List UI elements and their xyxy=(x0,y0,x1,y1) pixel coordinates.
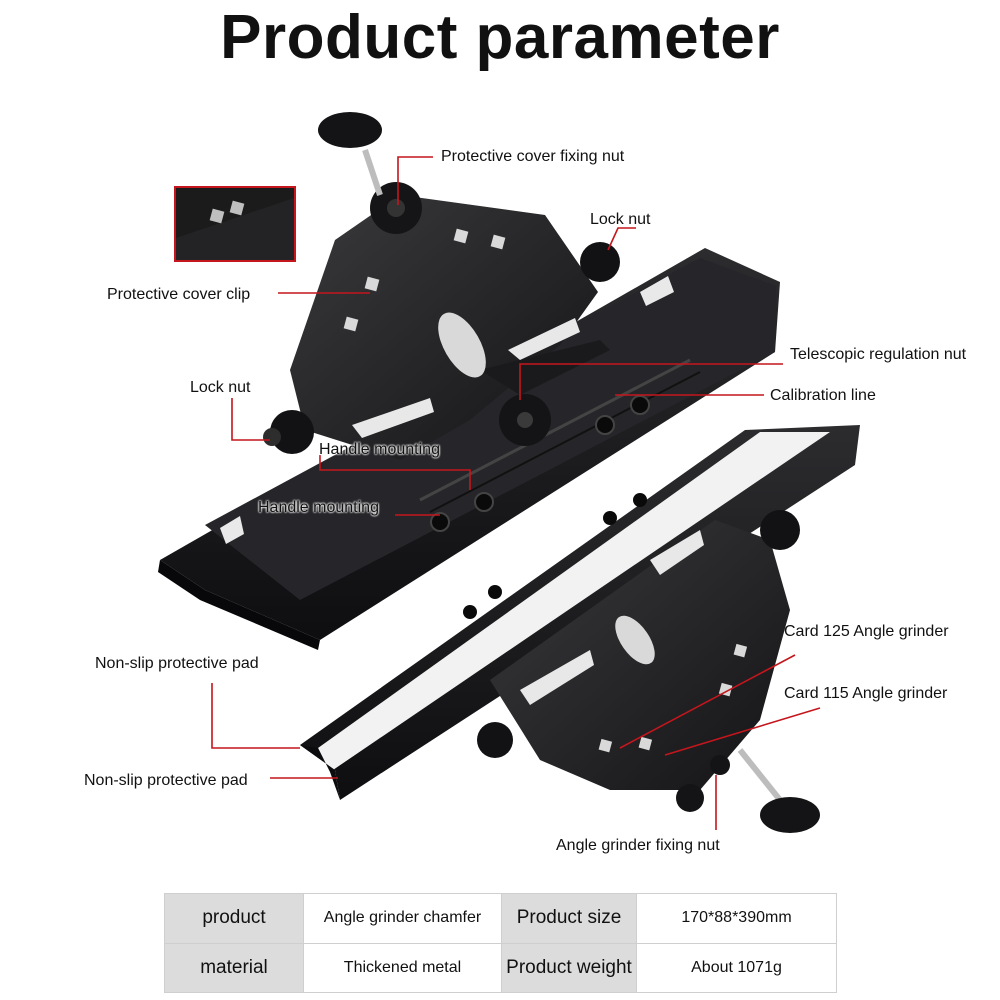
label-protective-cover-clip: Protective cover clip xyxy=(107,286,251,303)
parameter-table: product Angle grinder chamfer Product si… xyxy=(164,893,837,993)
lower-base-plate xyxy=(300,425,860,800)
label-handle-mounting-2: Handle mounting xyxy=(258,499,379,516)
param-key-product-weight: Product weight xyxy=(501,942,637,993)
upper-guard xyxy=(290,112,610,460)
label-card-125: Card 125 Angle grinder xyxy=(784,623,949,640)
param-value-product-weight: About 1071g xyxy=(636,942,837,993)
lock-nut-knobs xyxy=(263,242,620,454)
label-angle-grinder-fixing-nut: Angle grinder fixing nut xyxy=(556,837,720,854)
param-value-product-size: 170*88*390mm xyxy=(636,893,837,944)
upper-base-plate xyxy=(158,248,780,650)
label-calibration-line: Calibration line xyxy=(770,387,876,404)
param-key-material: material xyxy=(164,942,304,993)
callout-lines xyxy=(211,156,821,830)
label-lock-nut-top: Lock nut xyxy=(590,211,651,228)
product-illustration xyxy=(158,112,860,833)
label-telescopic-regulation-nut: Telescopic regulation nut xyxy=(790,346,967,363)
table-row: product Angle grinder chamfer Product si… xyxy=(164,893,837,944)
label-lock-nut-left: Lock nut xyxy=(190,379,251,396)
lower-guard xyxy=(477,510,820,833)
label-non-slip-pad-2: Non-slip protective pad xyxy=(84,772,248,789)
param-key-product: product xyxy=(164,893,304,944)
param-value-material: Thickened metal xyxy=(303,942,502,993)
page-title: Product parameter xyxy=(220,3,780,72)
label-non-slip-pad-1: Non-slip protective pad xyxy=(95,655,259,672)
label-card-115: Card 115 Angle grinder xyxy=(784,685,948,702)
param-value-product: Angle grinder chamfer xyxy=(303,893,502,944)
label-protective-cover-fixing-nut: Protective cover fixing nut xyxy=(441,148,625,165)
cover-clip-closeup xyxy=(174,186,296,262)
table-row: material Thickened metal Product weight … xyxy=(164,942,837,993)
param-key-product-size: Product size xyxy=(501,893,637,944)
label-handle-mounting-1: Handle mounting xyxy=(319,441,440,458)
